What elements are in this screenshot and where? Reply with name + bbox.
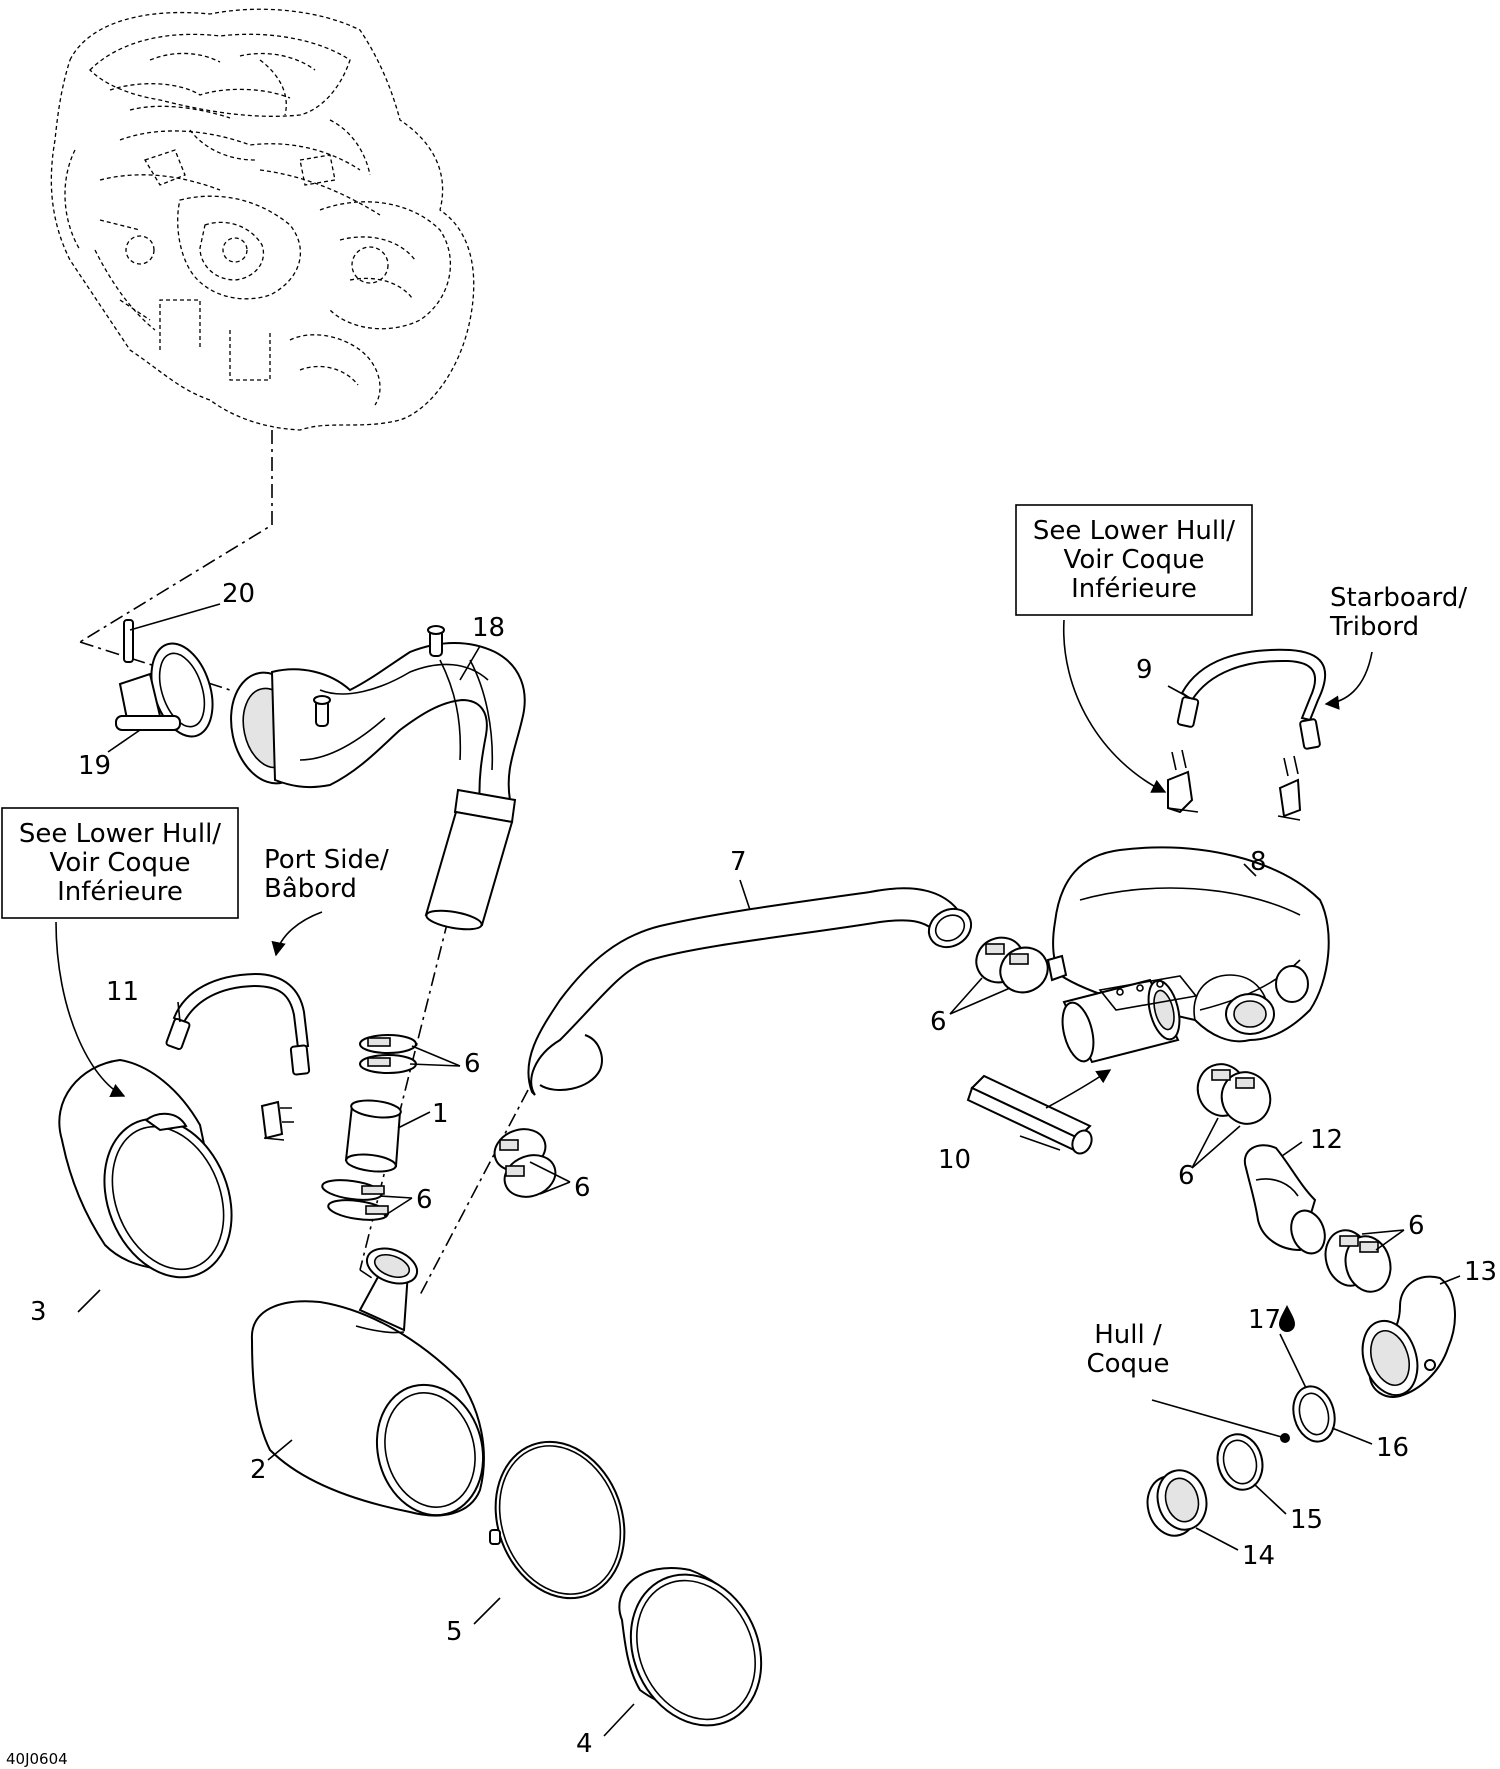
port-side-label-line-2: Bâbord [264, 874, 357, 904]
part-1-hose [344, 1099, 402, 1173]
callout-13: 13 [1464, 1257, 1497, 1287]
callout-14: 14 [1242, 1541, 1275, 1571]
callout-9: 9 [1136, 655, 1153, 685]
part-10-foam-strip [966, 1074, 1093, 1155]
hull-label-line-2: Coque [1086, 1349, 1169, 1379]
note-right-line-2: Voir Coque [1064, 545, 1205, 575]
part-8-resonator [1046, 846, 1330, 1064]
callout-18: 18 [472, 613, 505, 643]
callout-6-pipe-7: 6 [574, 1173, 591, 1203]
callout-6-hose-upper: 6 [464, 1049, 481, 1079]
callouts: 20 19 18 9 11 7 8 6 6 1 6 6 10 6 12 6 13… [30, 579, 1497, 1759]
part-20-pin [123, 619, 134, 663]
figure-code: 40J0604 [6, 1750, 68, 1768]
part-4-end-cap [618, 1567, 763, 1727]
see-lower-hull-note-right: See Lower Hull/ Voir Coque Inférieure [1015, 504, 1253, 616]
callout-20: 20 [222, 579, 255, 609]
part-18-exhaust-elbow [230, 625, 526, 931]
part-9-starboard-strap [1167, 648, 1327, 821]
callout-6-muffler-outlet: 6 [1178, 1161, 1195, 1191]
callout-6-muffler-inlet: 6 [930, 1007, 947, 1037]
callout-7: 7 [730, 847, 747, 877]
oil-drop-icon [1279, 1305, 1295, 1332]
callout-8: 8 [1250, 847, 1267, 877]
part-6-clamps [321, 936, 1392, 1293]
part-16-gasket [1292, 1385, 1336, 1443]
note-right-line-3: Inférieure [1071, 574, 1197, 604]
callout-1: 1 [432, 1099, 449, 1129]
callout-16: 16 [1376, 1433, 1409, 1463]
port-side-label-line-1: Port Side/ [264, 845, 389, 875]
callout-6-hose-lower: 6 [416, 1185, 433, 1215]
note-left-line-1: See Lower Hull/ [19, 819, 221, 849]
note-arrows [55, 619, 1373, 1439]
callout-5: 5 [446, 1617, 463, 1647]
callout-4: 4 [576, 1729, 593, 1759]
part-5-band-clamp [489, 1440, 626, 1600]
callout-12: 12 [1310, 1125, 1343, 1155]
starboard-label-line-1: Starboard/ [1330, 583, 1467, 613]
see-lower-hull-note-left: See Lower Hull/ Voir Coque Inférieure [1, 807, 239, 919]
callout-10: 10 [938, 1145, 971, 1175]
part-13-outlet-elbow [1361, 1275, 1456, 1398]
part-12-outlet-hose [1243, 1144, 1326, 1255]
callout-leaders [77, 603, 1461, 1737]
part-14-outlet-nut [1146, 1469, 1208, 1537]
callout-11: 11 [106, 977, 139, 1007]
hull-label-line-1: Hull / [1094, 1320, 1162, 1350]
callout-2: 2 [250, 1455, 267, 1485]
callout-19: 19 [78, 751, 111, 781]
note-left-line-3: Inférieure [57, 877, 183, 907]
part-3-sleeve [58, 1058, 233, 1279]
part-15-ring [1216, 1433, 1264, 1491]
part-2-muffler [250, 1247, 485, 1517]
callout-15: 15 [1290, 1505, 1323, 1535]
note-left-line-2: Voir Coque [50, 848, 191, 878]
note-right-line-1: See Lower Hull/ [1033, 516, 1235, 546]
callout-3: 3 [30, 1297, 47, 1327]
part-7-exhaust-pipe [527, 887, 973, 1096]
engine-phantom [50, 8, 475, 431]
starboard-label-line-2: Tribord [1329, 612, 1419, 642]
part-19-clamp [115, 642, 214, 738]
callout-17: 17 [1248, 1305, 1281, 1335]
callout-6-outlet-hose: 6 [1408, 1211, 1425, 1241]
